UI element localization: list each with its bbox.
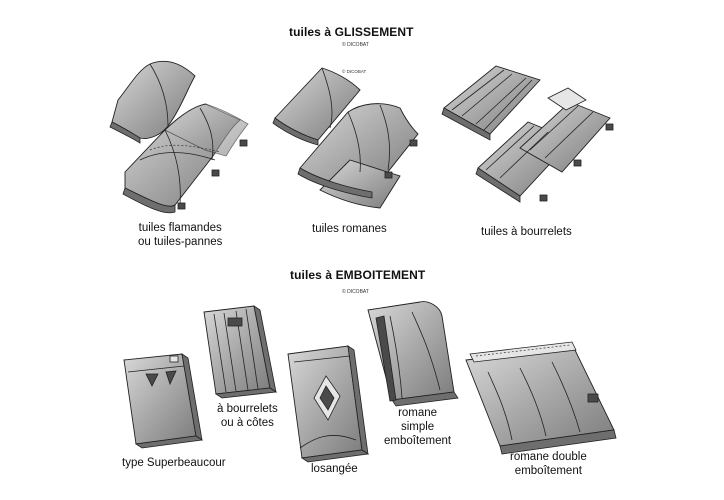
label-line: emboîtement bbox=[384, 435, 452, 447]
label-line: romane double bbox=[510, 451, 587, 463]
label-roman-single: romane simple emboîtement bbox=[384, 406, 451, 448]
section-title-glissement: tuiles à GLISSEMENT bbox=[289, 25, 414, 39]
diamond-tile-illustration bbox=[287, 345, 370, 463]
label-line: romane bbox=[398, 407, 438, 419]
label-roman-tiles: tuiles romanes bbox=[312, 222, 387, 236]
roman-single-interlock-illustration bbox=[367, 301, 459, 407]
label-line: à bourrelets bbox=[217, 403, 278, 415]
roman-double-interlock-illustration bbox=[465, 341, 617, 455]
label-line: type Superbeaucour bbox=[122, 457, 226, 469]
label-ribbed-interlocking: à bourrelets ou à côtes bbox=[217, 402, 278, 430]
label-line: losangée bbox=[311, 463, 358, 475]
flemish-tile-illustration bbox=[109, 60, 249, 214]
credit-glissement: © DICOBAT bbox=[342, 42, 369, 48]
label-line: tuiles à bourrelets bbox=[481, 226, 572, 238]
label-line: tuiles romanes bbox=[312, 223, 387, 235]
ridged-tile-illustration bbox=[441, 65, 614, 203]
label-line: simple bbox=[400, 421, 435, 433]
label-ridged-tiles: tuiles à bourrelets bbox=[481, 225, 572, 239]
label-line: emboîtement bbox=[514, 465, 582, 477]
ribbed-interlocking-tile-illustration bbox=[203, 305, 278, 399]
label-line: ou tuiles-pannes bbox=[138, 236, 223, 248]
superbeaucour-tile-illustration bbox=[123, 353, 204, 449]
label-line: tuiles flamandes bbox=[138, 222, 222, 234]
credit-emboitement: © DICOBAT bbox=[342, 289, 369, 295]
label-superbeaucour: type Superbeaucour bbox=[122, 456, 226, 470]
label-line: ou à côtes bbox=[220, 417, 274, 429]
label-diamond: losangée bbox=[311, 462, 358, 476]
roman-tile-illustration: © DICOBAT bbox=[272, 67, 419, 209]
section-title-emboitement: tuiles à EMBOITEMENT bbox=[290, 268, 426, 282]
label-roman-double: romane double emboîtement bbox=[510, 450, 587, 478]
svg-text:© DICOBAT: © DICOBAT bbox=[342, 68, 366, 74]
label-flemish-tiles: tuiles flamandes ou tuiles-pannes bbox=[138, 221, 222, 249]
